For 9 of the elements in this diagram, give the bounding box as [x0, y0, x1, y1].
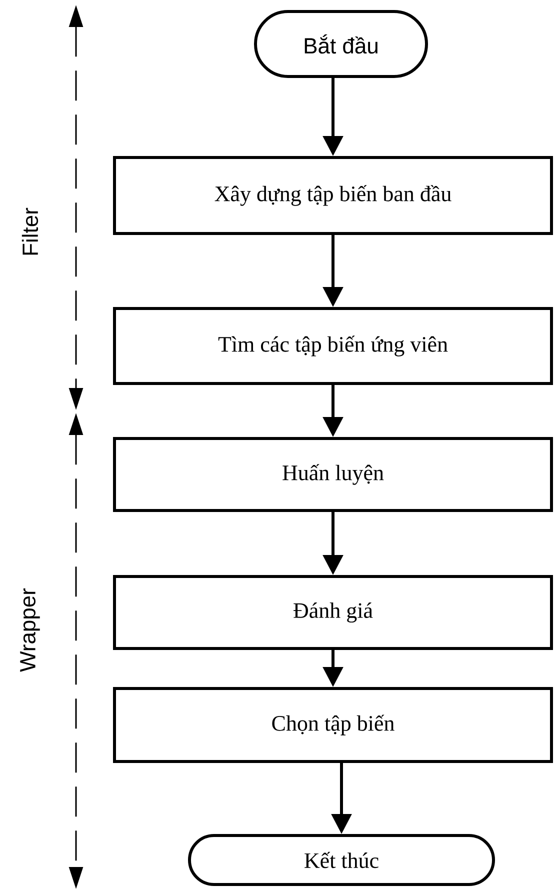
process-box: Chọn tập biến [113, 687, 553, 763]
process-box: Xây dựng tập biến ban đầu [113, 156, 553, 235]
terminal-stadium: Kết thúc [188, 834, 495, 886]
process-box: Tìm các tập biến ứng viên [113, 307, 553, 385]
side-label: Wrapper [20, 588, 40, 672]
side-label: Filter [22, 208, 38, 255]
process-box: Đánh giá [113, 575, 553, 650]
terminal-stadium: Bắt đầu [254, 10, 428, 78]
process-box: Huấn luyện [113, 437, 553, 512]
